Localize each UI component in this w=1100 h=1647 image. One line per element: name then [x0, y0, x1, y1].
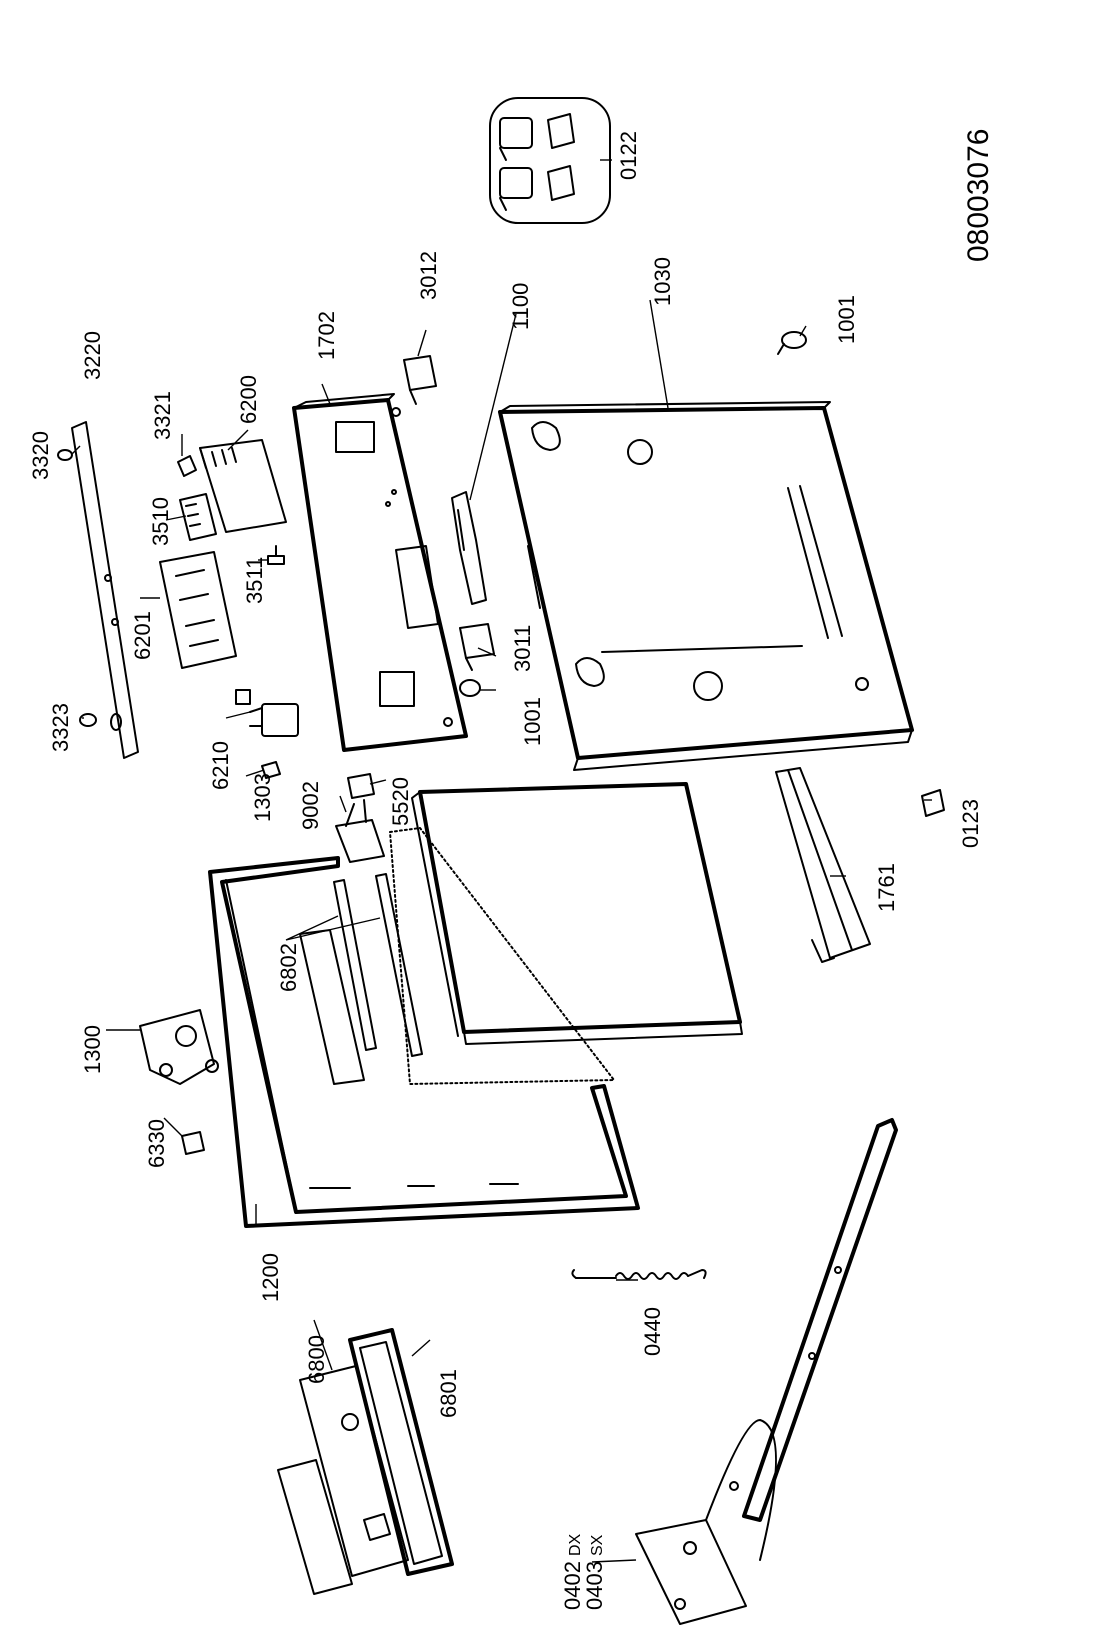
label-3320: 3320	[28, 431, 53, 480]
label-1001-upper: 1001	[834, 295, 859, 344]
label-1702: 1702	[314, 311, 339, 360]
label-5520: 5520	[388, 777, 413, 826]
label-3012: 3012	[416, 251, 441, 300]
part-1200-frame	[208, 856, 640, 1228]
part-3321-clip	[177, 455, 197, 477]
part-1001-knob-lower	[459, 679, 481, 697]
label-0440: 0440	[640, 1307, 665, 1356]
label-0402: 0402	[560, 1561, 585, 1610]
part-0440-spring	[571, 1269, 707, 1280]
label-6210: 6210	[208, 741, 233, 790]
label-0122: 0122	[616, 131, 641, 180]
label-6801: 6801	[436, 1369, 461, 1418]
part-labels: 08003076 0122 3220 3320 3321 6200 1702 3…	[28, 129, 995, 1610]
part-3511-button	[267, 545, 285, 565]
part-3323-knob	[79, 713, 97, 727]
label-6800: 6800	[304, 1335, 329, 1384]
label-6201: 6201	[130, 611, 155, 660]
part-1300-hinge	[139, 1009, 219, 1085]
part-6801-gasket	[348, 1328, 454, 1576]
part-3012-cover	[403, 355, 437, 405]
label-3011: 3011	[510, 625, 535, 672]
label-6802: 6802	[276, 943, 301, 992]
label-6200: 6200	[236, 375, 261, 424]
part-5520	[347, 773, 375, 799]
label-1300: 1300	[80, 1025, 105, 1074]
label-1001-lower: 1001	[520, 697, 545, 746]
part-6210-switch	[235, 689, 299, 737]
part-0402-0403-hinge-arm	[635, 1118, 898, 1625]
part-1702-panel	[292, 393, 468, 752]
part-1303-clip	[261, 761, 281, 779]
label-9002: 9002	[298, 781, 323, 830]
part-door-inner-panel	[411, 782, 743, 1045]
label-0402-side: DX	[567, 1533, 584, 1556]
leader-lines	[71, 159, 932, 1563]
part-6201-module	[159, 551, 237, 669]
label-1200: 1200	[258, 1253, 283, 1302]
label-1030: 1030	[650, 257, 675, 306]
label-1100: 1100	[508, 283, 533, 330]
label-3220: 3220	[80, 331, 105, 380]
label-3511: 3511	[242, 557, 267, 604]
label-0123: 0123	[958, 799, 983, 848]
label-0403-side: SX	[589, 1534, 606, 1556]
label-3510: 3510	[148, 497, 173, 546]
label-diagram-code: 08003076	[962, 129, 995, 262]
part-9002-bracket	[335, 799, 385, 863]
part-1030-door	[498, 401, 914, 771]
part-1761-rail	[775, 767, 871, 963]
part-insulation-blanket	[389, 827, 615, 1085]
part-1001-screw-upper	[777, 331, 807, 355]
label-1761: 1761	[874, 863, 899, 912]
label-3321: 3321	[150, 391, 175, 440]
label-1303: 1303	[250, 773, 275, 822]
part-3320-knob	[57, 449, 73, 461]
part-6802-bars	[333, 873, 423, 1057]
part-6200-board	[199, 439, 287, 533]
label-6330: 6330	[144, 1119, 169, 1168]
part-3510-buttons	[179, 493, 217, 541]
part-1100-handle	[451, 491, 487, 605]
part-6330	[181, 1131, 205, 1155]
part-0123-plate	[921, 789, 945, 817]
part-3011-cover	[459, 623, 495, 671]
part-6800-dispenser	[277, 1365, 409, 1595]
label-0403: 0403	[582, 1561, 607, 1610]
label-3323: 3323	[48, 703, 73, 752]
part-0122-kit	[489, 97, 611, 224]
part-3220-strip	[71, 421, 139, 759]
